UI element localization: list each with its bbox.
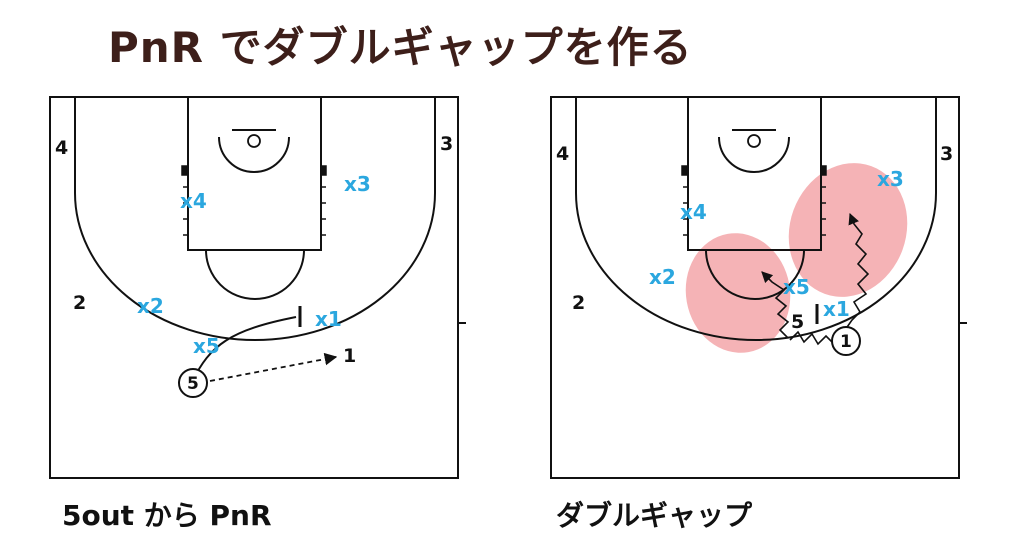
- offense-3: 3: [440, 133, 453, 155]
- left-court: 4 3 2 1 5 x4 x3 x2 x1 x5: [49, 96, 466, 479]
- rim: [247, 134, 261, 148]
- dribble-path-right: [844, 212, 870, 331]
- dribble-path-left: [761, 271, 790, 339]
- pass-arrow: [209, 352, 338, 382]
- offense-5: 5: [791, 311, 804, 333]
- defense-x5: x5: [193, 334, 220, 358]
- page-title: PnR でダブルギャップを作る: [108, 23, 693, 72]
- defense-x5: x5: [783, 275, 810, 299]
- rim: [747, 134, 761, 148]
- offense-1: 1: [343, 345, 356, 367]
- offense-5: 5: [187, 374, 199, 394]
- offense-1-ring: [831, 326, 861, 356]
- three-point-line: [575, 97, 937, 341]
- offense-2: 2: [572, 292, 585, 314]
- offense-4: 4: [556, 143, 569, 165]
- free-throw-circle: [705, 249, 805, 300]
- right-caption: ダブルギャップ: [556, 499, 753, 532]
- lane-hash-marks: [181, 165, 327, 236]
- court-boundary: [49, 96, 459, 479]
- defense-x3: x3: [877, 167, 904, 191]
- defense-x1: x1: [823, 297, 850, 321]
- three-point-line: [74, 97, 436, 341]
- defense-x4: x4: [680, 200, 707, 224]
- offense-3: 3: [940, 143, 953, 165]
- offense-2: 2: [73, 292, 86, 314]
- lane-hash-marks: [681, 165, 827, 236]
- defense-x3: x3: [344, 172, 371, 196]
- restricted-arc: [218, 136, 290, 173]
- defense-x2: x2: [649, 265, 676, 289]
- gap-highlight-right: [788, 163, 908, 297]
- restricted-arc: [718, 136, 790, 173]
- dribble-path-base: [789, 330, 839, 346]
- defense-x1: x1: [315, 307, 342, 331]
- paint: [187, 96, 322, 251]
- defense-x4: x4: [180, 189, 207, 213]
- defense-x2: x2: [137, 294, 164, 318]
- offense-4: 4: [55, 137, 68, 159]
- offense-5-ring: [178, 368, 208, 398]
- offense-1: 1: [840, 332, 852, 352]
- free-throw-circle: [205, 249, 305, 300]
- left-caption: 5out から PnR: [62, 499, 272, 532]
- gap-highlight-left: [685, 233, 791, 353]
- right-court: 4 3 2 5 1 x4 x3 x2 x1 x5: [550, 96, 967, 479]
